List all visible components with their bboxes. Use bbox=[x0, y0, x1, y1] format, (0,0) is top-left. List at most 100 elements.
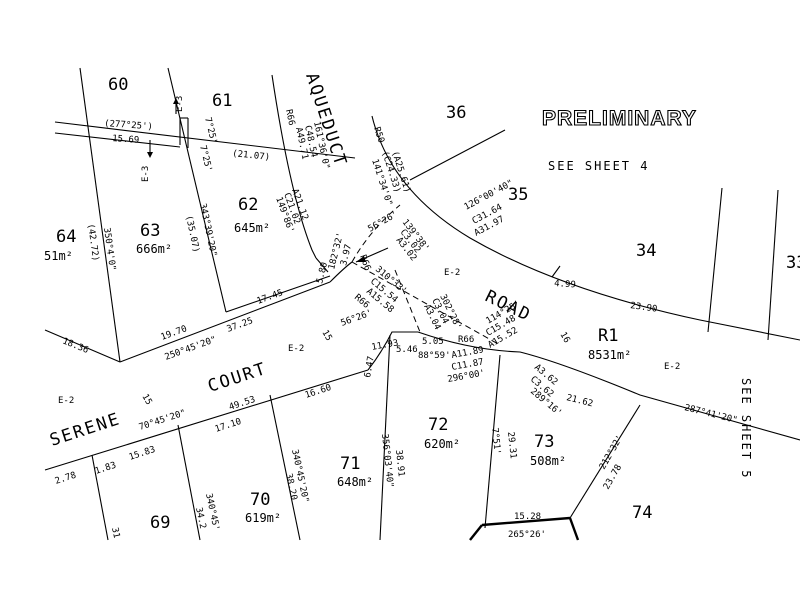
dimension-label: 19.70 bbox=[160, 324, 189, 343]
lot-area: 8531m² bbox=[588, 348, 631, 362]
dimension-label: 37.25 bbox=[226, 316, 255, 335]
lot-number: 35 bbox=[508, 185, 528, 205]
dimension-label: (42.72) bbox=[85, 223, 100, 262]
lot-number: 72 bbox=[428, 415, 448, 435]
dimension-label: R66 bbox=[283, 109, 296, 127]
easement-label: E-3 bbox=[175, 96, 185, 112]
dimension-label: 6.47 bbox=[363, 355, 377, 378]
dimension-label: 1.83 bbox=[94, 461, 118, 477]
dimension-label: 17.10 bbox=[214, 417, 243, 435]
dimension-label: (21.07) bbox=[232, 149, 271, 163]
street-name-court: COURT bbox=[205, 359, 269, 397]
boundary-line bbox=[167, 67, 227, 313]
easement-label: E-2 bbox=[444, 268, 460, 278]
lot-boundaries bbox=[44, 67, 800, 541]
dimension-label: 23.90 bbox=[630, 301, 658, 315]
dimension-label: 15 bbox=[319, 329, 333, 343]
lot-number: 34 bbox=[636, 241, 656, 261]
lot-number: 70 bbox=[250, 490, 270, 510]
boundary-line bbox=[269, 394, 301, 541]
dimension-label: 5.46 bbox=[396, 345, 418, 355]
lot-number: 74 bbox=[632, 503, 652, 523]
boundary-line bbox=[767, 189, 779, 341]
truncation-dashed-line bbox=[394, 269, 421, 333]
lot-numbers: 60 61 36 35 34 33 64 63 62 R1 72 73 71 7… bbox=[56, 75, 800, 533]
lot-number: 62 bbox=[238, 195, 258, 215]
boundary-line-bold bbox=[481, 516, 571, 527]
boundary-line bbox=[367, 331, 418, 371]
lot-number: 33 bbox=[786, 253, 800, 273]
arrow-head bbox=[147, 152, 153, 158]
arrow-head bbox=[173, 98, 179, 104]
court-south-boundary bbox=[44, 369, 369, 471]
easement-label: E-2 bbox=[58, 396, 74, 406]
lot-number: 36 bbox=[446, 103, 466, 123]
road-north-boundary bbox=[371, 115, 800, 341]
dimension-label: 29.31 bbox=[505, 431, 518, 459]
dimension-label: (35.07) bbox=[183, 215, 201, 254]
lot-area: 666m² bbox=[136, 242, 172, 256]
see-sheet-5-note: SEE SHEET 5 bbox=[739, 378, 753, 479]
dimension-label: 18.36 bbox=[61, 337, 90, 356]
boundary-line-bold bbox=[469, 524, 483, 541]
lot-number: 61 bbox=[212, 91, 232, 111]
dimension-label: 49.53 bbox=[228, 395, 257, 413]
lot-area: 508m² bbox=[530, 454, 566, 468]
lot-area: 51m² bbox=[44, 249, 73, 263]
boundary-line bbox=[707, 187, 723, 333]
see-sheet-4-note: SEE SHEET 4 bbox=[548, 159, 649, 173]
court-north-boundary bbox=[119, 281, 331, 363]
easement-label: E-2 bbox=[664, 362, 680, 372]
dimension-label: 212°32' bbox=[598, 434, 626, 472]
boundary-line bbox=[44, 329, 121, 363]
dimension-label: 7°25' bbox=[202, 116, 218, 145]
preliminary-stamp: PRELIMINARY bbox=[542, 107, 697, 130]
dimension-label: 56°26' bbox=[367, 210, 400, 235]
boundary-line bbox=[177, 424, 201, 541]
dimension-label: 287°41'20" bbox=[683, 403, 738, 426]
boundary-line bbox=[225, 275, 331, 313]
lot-area: 619m² bbox=[245, 511, 281, 525]
dimension-label: 15 bbox=[139, 393, 153, 407]
dimension-label: 16.60 bbox=[304, 383, 333, 401]
dimension-label: 31 bbox=[109, 527, 121, 540]
boundary-line bbox=[379, 334, 391, 541]
boundary-line bbox=[551, 265, 561, 278]
boundary-line bbox=[329, 261, 353, 283]
dimension-label: 356°03'40" bbox=[379, 433, 395, 488]
boundary-line bbox=[409, 129, 506, 181]
lot-number: 73 bbox=[534, 432, 554, 452]
boundary-line bbox=[91, 454, 109, 541]
street-name-serene: SERENE bbox=[47, 409, 123, 451]
dimension-label: 7°25' bbox=[197, 144, 213, 173]
dimension-label: R66 bbox=[458, 335, 474, 345]
lot-number: 69 bbox=[150, 513, 170, 533]
dimension-label: 4.99 bbox=[554, 279, 576, 290]
arrow-head bbox=[356, 256, 366, 262]
dimension-label: R50 bbox=[371, 126, 386, 145]
dimension-label: 11.93 bbox=[371, 338, 399, 353]
lot-number: 64 bbox=[56, 227, 76, 247]
boundary-line bbox=[315, 257, 329, 273]
lot-number: 71 bbox=[340, 454, 360, 474]
dimension-label: 15.83 bbox=[128, 445, 157, 463]
aqueduct-west-boundary bbox=[271, 74, 317, 259]
lot-number: 63 bbox=[140, 221, 160, 241]
dimension-label: 2.78 bbox=[54, 471, 78, 487]
lot-number: R1 bbox=[598, 326, 618, 346]
boundary-line-bold bbox=[568, 517, 580, 541]
boundary-line bbox=[484, 354, 501, 529]
dimension-label: 265°26' bbox=[508, 530, 546, 540]
dimension-label: 21.62 bbox=[565, 393, 594, 409]
dimension-label: 16 bbox=[557, 331, 571, 345]
lot-area: 645m² bbox=[234, 221, 270, 235]
lot-area: 620m² bbox=[424, 437, 460, 451]
dimension-labels: (277°25') 15.69 7°25' 7°25' (21.07) (42.… bbox=[54, 109, 738, 540]
dimension-label: 5.05 bbox=[422, 337, 444, 347]
dimension-label: 56°26' bbox=[340, 308, 374, 329]
lot-area: 648m² bbox=[337, 475, 373, 489]
boundary-line bbox=[569, 404, 641, 519]
boundary-line bbox=[54, 132, 181, 148]
dimension-label: 15.28 bbox=[514, 512, 541, 522]
